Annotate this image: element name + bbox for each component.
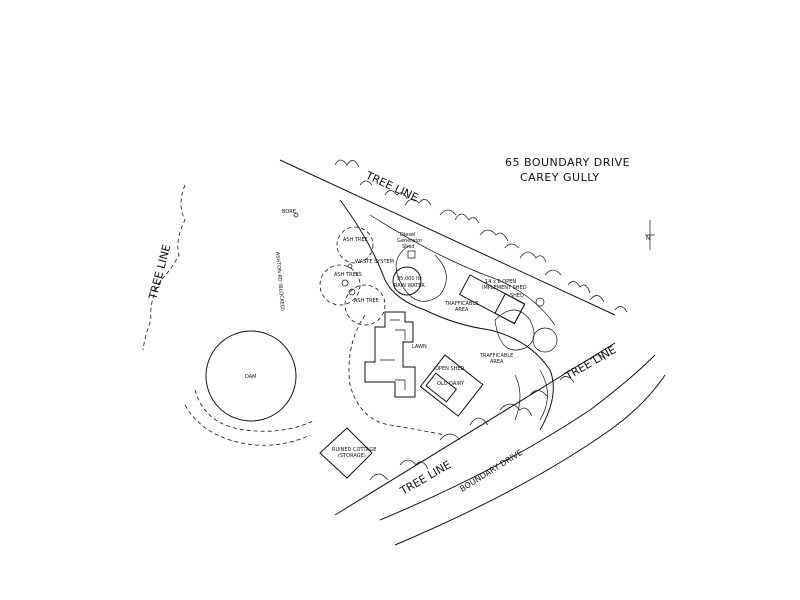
shed-label: SHED [510,293,524,299]
ash-tree-label-2: ASH TREE [354,298,379,304]
trafficable-area-2-label-1: TRAFFICABLE [479,353,513,359]
rain-water-tank [392,266,422,296]
diesel-generator-shed [407,250,416,259]
tree-line-west [142,184,186,351]
trafficable-area-1-label-1: TRAFFICABLE [444,301,478,307]
address-line-2: CAREY GULLY [520,171,600,184]
dam-embankment [184,389,316,446]
house-garden-boundary [348,314,446,436]
trafficable-area-1-outline [494,309,535,351]
main-house [364,311,416,398]
trafficable-area-2-label-2: AREA [490,359,504,365]
address-line-1: 65 BOUNDARY DRIVE [505,156,630,169]
ruined-cottage-label-2: (STORAGE) [338,453,366,459]
boundary-drive-label: BOUNDARY DRIVE [458,448,524,494]
site-marker [535,297,545,307]
tree-line-label-right: TREE LINE [562,343,618,383]
diesel-label-1: Diesel [400,232,415,238]
waste-system-label: WASTE SYSTEM [355,259,394,265]
dam [205,330,297,422]
waste-system-marker [347,263,353,269]
driveway-inner [369,214,556,326]
ash-tree-trunk-b [348,288,356,296]
ash-tree-trunk-a [341,279,349,287]
ash-tree-canopy-2 [319,264,361,306]
side-road-label: ASHTON RD (BLOCKED) [274,252,285,312]
trafficable-area-1-label-2: AREA [455,307,469,313]
tree-line-label-top: TREE LINE [363,169,420,205]
ash-tree-canopy-3 [344,284,386,326]
ash-trees-label: ASH TREES [334,272,362,278]
tree-line-label-left: TREE LINE [146,243,173,302]
turning-circle [532,327,558,353]
north-label: N [646,235,651,242]
tree-line-canopy-south [369,354,607,481]
driveway-outline [339,199,554,431]
open-shed-label: OPEN SHED [435,366,465,372]
diesel-label-2: Generator [397,238,423,244]
implement-shed-label-2: IMPLEMENT SHED [482,285,527,291]
diesel-shed-driveway-loop [395,244,447,302]
north-east-boundary-line [279,159,616,316]
boundary-drive-edge-north [379,354,656,521]
boundary-drive-edge-south [394,374,666,546]
ruined-cottage-label-1: RUINED COTTAGE [332,447,376,453]
diesel-label-3: Shed [402,244,415,250]
south-west-boundary-line [334,342,616,516]
bore-marker [293,212,299,218]
old-dairy-label: OLD DAIRY [437,381,465,387]
water-tank-label-1: 95,000 ltr [397,276,422,282]
ash-tree-canopy-1 [336,226,374,264]
ash-tree-label-1: ASH TREE [343,237,368,243]
dam-label: DAM [245,374,257,380]
lawn-label: LAWN [412,344,427,350]
implement-shed-label-1: 14 x 6 OPEN [485,279,516,285]
open-shed-old-dairy [419,354,484,417]
bore-label: BORE [282,209,296,215]
access-driveway [514,369,548,421]
water-tank-label-2: RAIN WATER [394,283,425,289]
implement-shed [458,274,526,325]
north-arrow-icon: N [645,220,655,250]
tree-line-canopy-north [334,159,628,313]
house-interior-walls [380,319,406,390]
ruined-cottage [319,427,373,479]
